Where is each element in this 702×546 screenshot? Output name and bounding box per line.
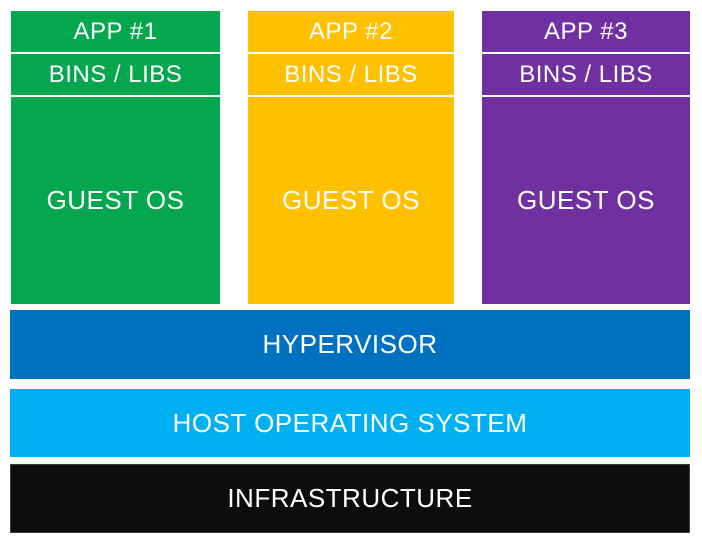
bins-libs-band: BINS / LIBS <box>248 54 454 95</box>
guest-os-label: GUEST OS <box>46 185 185 215</box>
host-os-label: HOST OPERATING SYSTEM <box>172 407 528 438</box>
app-label: APP #2 <box>309 17 393 45</box>
guest-os-band: GUEST OS <box>11 97 220 304</box>
guest-os-label: GUEST OS <box>282 185 420 215</box>
hypervisor-layer: HYPERVISOR <box>10 310 690 379</box>
vm-stack-3: APP #3 BINS / LIBS GUEST OS <box>482 11 690 304</box>
app-band: APP #1 <box>11 11 220 52</box>
bins-libs-label: BINS / LIBS <box>519 60 653 88</box>
guest-os-label: GUEST OS <box>517 185 655 215</box>
bins-libs-label: BINS / LIBS <box>284 60 418 88</box>
hypervisor-label: HYPERVISOR <box>262 329 438 359</box>
app-label: APP #3 <box>544 17 628 45</box>
bins-libs-label: BINS / LIBS <box>48 60 183 88</box>
app-label: APP #1 <box>73 17 158 45</box>
infrastructure-label: INFRASTRUCTURE <box>227 483 473 513</box>
infrastructure-layer: INFRASTRUCTURE <box>10 464 690 533</box>
host-os-layer: HOST OPERATING SYSTEM <box>10 389 690 457</box>
guest-os-band: GUEST OS <box>482 97 690 304</box>
vm-stack-2: APP #2 BINS / LIBS GUEST OS <box>248 11 454 304</box>
app-band: APP #2 <box>248 11 454 52</box>
guest-os-band: GUEST OS <box>248 97 454 304</box>
bins-libs-band: BINS / LIBS <box>11 54 220 95</box>
bins-libs-band: BINS / LIBS <box>482 54 690 95</box>
vm-stack-1: APP #1 BINS / LIBS GUEST OS <box>11 11 220 304</box>
app-band: APP #3 <box>482 11 690 52</box>
